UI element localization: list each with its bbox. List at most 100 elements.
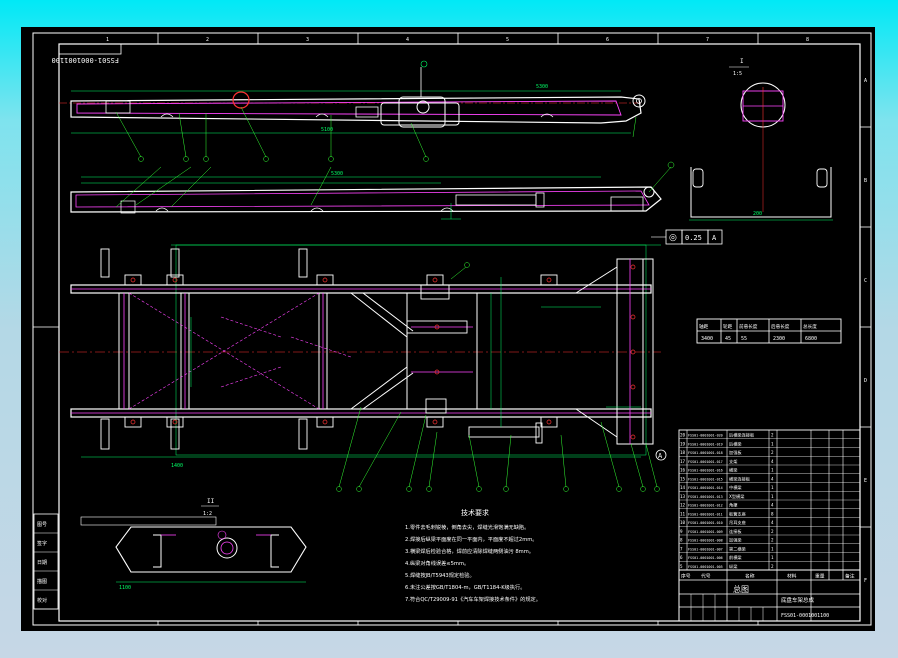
- bom-row-qty: 2: [771, 433, 774, 438]
- bom-row-name: 纵梁: [729, 563, 738, 570]
- bom-row-no: 19: [680, 441, 686, 446]
- tolerance-symbol: ◎: [669, 233, 677, 243]
- zone-number-top: 5: [506, 37, 509, 43]
- stamp-label: 校对: [37, 597, 47, 604]
- spec-value: 3400: [701, 336, 713, 342]
- spec-value: 6800: [805, 336, 817, 342]
- stamp-label: 日期: [37, 560, 47, 566]
- dim-top-length: 5300: [536, 84, 548, 90]
- bom-row-name: 加强板: [729, 449, 742, 456]
- drawing-number-box: [58, 43, 122, 55]
- zone-ticks: [33, 33, 871, 625]
- stamp-label: 签字: [37, 540, 47, 547]
- bom-row-qty: 4: [771, 459, 774, 464]
- bom-header-no: 序号: [681, 573, 691, 580]
- title-block: 序号代号名称材料重量备注 总图 底盘车架总成 FSS01-0001001100: [678, 569, 861, 622]
- side-view-top: 5300 5100: [59, 60, 646, 162]
- zone-number-top: 6: [606, 37, 609, 43]
- tolerance-frame: ◎ 0.25 A: [651, 229, 723, 245]
- bom-row-no: 20: [680, 433, 686, 438]
- plan-view: 1400: [59, 244, 667, 492]
- bom-row-name: 第二横梁: [729, 545, 747, 552]
- bom-row-qty: 1: [771, 546, 774, 551]
- bom-row-qty: 4: [771, 476, 774, 481]
- note-line: 1.零件去毛刺锐棱，倒角去尖，焊缝光滑饱满无缺陷。: [405, 523, 529, 531]
- zone-letter-side: D: [864, 378, 867, 384]
- title-drawing-name: 总图: [733, 584, 749, 594]
- bom-row-name: 连接板: [729, 528, 742, 535]
- bom-row-qty: 1: [771, 555, 774, 560]
- bom-row-code: FSS01-0001001-018: [688, 451, 723, 455]
- spec-header: 后悬长度: [771, 323, 790, 330]
- spec-header: 前悬长度: [739, 323, 758, 330]
- bom-row-qty: 8: [771, 511, 774, 516]
- bom-row-code: FSS01-0001001-015: [688, 477, 723, 481]
- bom-row-no: 15: [680, 476, 686, 481]
- bom-row-name: 吊耳支座: [729, 519, 746, 526]
- section-detail-top-right: I 1:5 200: [689, 58, 833, 221]
- bom-header-material: 材料: [787, 573, 797, 580]
- bom-row-code: FSS01-0001001-011: [688, 512, 723, 516]
- section-label-i: I: [740, 58, 744, 65]
- svg-text:200: 200: [753, 211, 762, 217]
- bom-row-code: FSS01-0001001-006: [688, 556, 723, 560]
- bom-row-qty: 4: [771, 503, 774, 508]
- zone-number-top: 8: [806, 37, 809, 43]
- dim-mid-length: 5300: [331, 171, 343, 177]
- spec-header: 总长度: [803, 323, 817, 330]
- bom-row-no: 18: [680, 450, 686, 455]
- title-drawing-code: FSS01-0001001100: [781, 613, 829, 619]
- bom-row-name: 横梁连接板: [729, 475, 751, 482]
- bom-row-qty: 4: [771, 520, 774, 525]
- svg-text:A: A: [658, 452, 663, 460]
- technical-notes: 技术要求 1.零件去毛刺锐棱，倒角去尖，焊缝光滑饱满无缺陷。2.焊接后纵梁平面度…: [405, 508, 541, 603]
- bom-row-qty: 1: [771, 441, 774, 446]
- stamp-label: 描图: [37, 578, 47, 585]
- zone-number-top: 3: [306, 37, 309, 43]
- bom-row-qty: 1: [771, 468, 774, 473]
- bom-row-code: FSS01-0001001-017: [688, 460, 723, 464]
- bom-row-no: 11: [680, 511, 686, 516]
- zone-letter-side: F: [864, 578, 867, 584]
- zone-letter-side: E: [864, 478, 867, 484]
- bom-row-no: 5: [680, 564, 683, 569]
- bom-row-no: 12: [680, 503, 686, 508]
- stamp-label: 图号: [37, 522, 47, 528]
- bom-row-name: 横梁: [729, 467, 738, 474]
- bom-row-qty: 2: [771, 538, 774, 543]
- bom-row-code: FSS01-0001001-010: [688, 521, 723, 525]
- bom-row-name: 后横梁连接板: [729, 432, 755, 439]
- bom-row-code: FSS01-0001001-020: [688, 434, 723, 438]
- bom-header-code: 代号: [701, 573, 711, 580]
- bom-row-code: FSS01-0001001-005: [688, 565, 723, 569]
- spec-value: 2300: [773, 336, 785, 342]
- zone-letter-side: A: [864, 78, 867, 84]
- bom-row-no: 16: [680, 468, 686, 473]
- bom-row-qty: 2: [771, 529, 774, 534]
- zone-letter-side: C: [864, 278, 867, 284]
- dim-bottom: 1400: [171, 463, 183, 469]
- side-view-middle: 5300: [70, 161, 675, 220]
- bom-row-name: 板簧支座: [729, 510, 746, 517]
- spec-header: 轴距: [699, 323, 709, 330]
- notes-title: 技术要求: [461, 508, 489, 517]
- inner-border: [58, 43, 861, 622]
- note-line: 4.纵梁对角线误差≤5mm。: [405, 559, 469, 567]
- bom-row-no: 17: [680, 459, 686, 464]
- bom-row-code: FSS01-0001001-014: [688, 486, 723, 490]
- note-line: 7.符合QC/T29009-91《汽车车架焊接技术条件》的规定。: [405, 595, 541, 603]
- tolerance-datum: A: [712, 234, 717, 242]
- bom-row-no: 10: [680, 520, 686, 525]
- bom-row-no: 13: [680, 494, 686, 499]
- bom-row-qty: 2: [771, 450, 774, 455]
- bom-row-code: FSS01-0001001-009: [688, 530, 723, 534]
- bom-row-name: 中横梁: [729, 484, 742, 491]
- bom-row-no: 8: [680, 538, 683, 543]
- note-line: 5.焊缝按JB/T5943规定检验。: [405, 571, 475, 579]
- bom-row-code: FSS01-0001001-007: [688, 547, 723, 551]
- bom-header-weight: 重量: [815, 573, 825, 580]
